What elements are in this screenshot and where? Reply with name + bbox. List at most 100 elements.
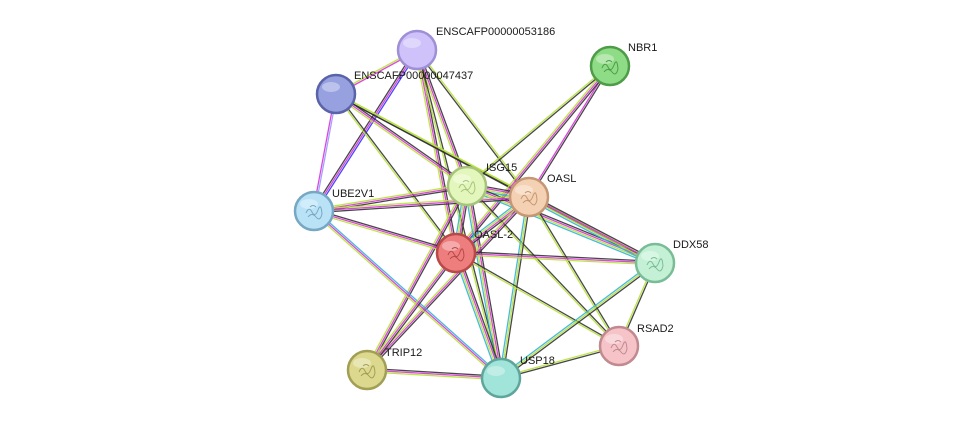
node-TRIP12[interactable]: TRIP12 bbox=[346, 347, 422, 391]
edge-ENSCAFP00000053186-OASL[interactable] bbox=[415, 49, 531, 198]
edge-OASL-2-TRIP12[interactable] bbox=[365, 251, 458, 372]
edge-line bbox=[529, 66, 612, 198]
edge-ISG15-USP18[interactable] bbox=[463, 185, 505, 379]
edge-DDX58-USP18[interactable] bbox=[499, 261, 657, 380]
edge-line bbox=[417, 49, 531, 197]
edge-line bbox=[336, 92, 469, 186]
edge-NBR1-OASL[interactable] bbox=[527, 65, 612, 198]
node-DDX58[interactable]: DDX58 bbox=[634, 239, 708, 284]
node-circle[interactable] bbox=[480, 357, 522, 399]
edge-UBE2V1-USP18[interactable] bbox=[312, 209, 503, 380]
node-OASL-2[interactable]: OASL-2 bbox=[435, 229, 513, 274]
edge-line bbox=[529, 194, 657, 262]
node-highlight bbox=[322, 82, 340, 92]
edge-line bbox=[336, 93, 458, 253]
edge-line bbox=[313, 210, 502, 379]
node-circle[interactable] bbox=[435, 232, 477, 274]
edge-UBE2V1-OASL-2[interactable] bbox=[313, 208, 457, 256]
edge-line bbox=[366, 252, 457, 371]
edge-line bbox=[499, 261, 655, 378]
node-circle[interactable] bbox=[589, 45, 631, 87]
edge-line bbox=[313, 210, 457, 254]
edge-line bbox=[365, 251, 456, 370]
edge-line bbox=[467, 185, 503, 378]
edge-ENSCAFP00000047437-OASL-2[interactable] bbox=[334, 93, 458, 254]
node-OASL[interactable]: OASL bbox=[508, 173, 576, 218]
edge-layer bbox=[312, 48, 657, 381]
edge-line bbox=[314, 208, 457, 252]
edge-line bbox=[314, 50, 419, 213]
protein-structure-icon bbox=[610, 340, 628, 355]
edge-OASL-2-USP18[interactable] bbox=[452, 251, 505, 380]
edge-OASL-DDX58[interactable] bbox=[527, 194, 657, 266]
edge-TRIP12-USP18[interactable] bbox=[366, 367, 502, 381]
edge-line bbox=[417, 49, 470, 186]
node-circle[interactable] bbox=[598, 325, 640, 367]
edge-line bbox=[312, 211, 501, 380]
node-ISG15[interactable]: ISG15 bbox=[446, 162, 517, 207]
edge-line bbox=[334, 94, 467, 188]
node-highlight bbox=[596, 54, 614, 64]
edge-line bbox=[456, 66, 612, 255]
node-highlight bbox=[403, 38, 421, 48]
protein-structure-icon bbox=[305, 205, 323, 220]
edge-ISG15-TRIP12[interactable] bbox=[364, 184, 470, 372]
node-NBR1[interactable]: NBR1 bbox=[589, 42, 657, 87]
node-label: ENSCAFP00000053186 bbox=[436, 26, 555, 38]
edge-OASL-2-RSAD2[interactable] bbox=[455, 251, 620, 348]
edge-line bbox=[529, 195, 656, 263]
node-ENSCAFP00000053186[interactable]: ENSCAFP00000053186 bbox=[396, 26, 555, 71]
node-label: ENSCAFP00000047437 bbox=[354, 70, 473, 82]
node-label: NBR1 bbox=[628, 42, 657, 54]
node-UBE2V1[interactable]: UBE2V1 bbox=[293, 188, 374, 232]
node-circle[interactable] bbox=[446, 165, 488, 207]
protein-structure-icon bbox=[646, 257, 664, 272]
edge-line bbox=[455, 253, 619, 348]
edge-ENSCAFP00000053186-USP18[interactable] bbox=[415, 49, 503, 379]
edge-OASL-UBE2V1[interactable] bbox=[313, 194, 530, 214]
edge-line bbox=[465, 186, 501, 379]
edge-OASL-2-DDX58[interactable] bbox=[455, 250, 656, 266]
edge-line bbox=[314, 198, 530, 214]
node-label: UBE2V1 bbox=[332, 188, 374, 200]
edge-ISG15-RSAD2[interactable] bbox=[465, 184, 621, 348]
edge-line bbox=[455, 254, 655, 266]
node-highlight bbox=[353, 358, 371, 368]
node-circle[interactable] bbox=[634, 242, 676, 284]
node-circle[interactable] bbox=[315, 73, 357, 115]
edge-line bbox=[528, 197, 655, 265]
edge-NBR1-OASL-2[interactable] bbox=[454, 64, 612, 255]
edge-line bbox=[313, 194, 529, 210]
edge-line bbox=[456, 251, 620, 346]
edge-line bbox=[457, 251, 505, 378]
edge-line bbox=[501, 263, 657, 380]
protein-structure-icon bbox=[520, 191, 538, 206]
edge-NBR1-ISG15[interactable] bbox=[466, 64, 611, 188]
edge-line bbox=[313, 183, 467, 210]
edge-RSAD2-USP18[interactable] bbox=[500, 344, 620, 380]
node-highlight bbox=[453, 174, 471, 184]
node-RSAD2[interactable]: RSAD2 bbox=[598, 323, 674, 367]
edge-ISG15-UBE2V1[interactable] bbox=[313, 183, 468, 214]
edge-ENSCAFP00000047437-ISG15[interactable] bbox=[334, 92, 469, 188]
node-circle[interactable] bbox=[396, 29, 438, 71]
protein-structure-icon bbox=[447, 247, 465, 262]
node-circle[interactable] bbox=[293, 190, 335, 232]
node-circle[interactable] bbox=[346, 349, 388, 391]
node-circle[interactable] bbox=[508, 176, 550, 218]
edge-line bbox=[527, 198, 655, 266]
edge-line bbox=[414, 50, 455, 254]
node-label: RSAD2 bbox=[637, 323, 674, 335]
edge-line bbox=[466, 64, 610, 186]
node-highlight bbox=[487, 366, 505, 376]
edge-OASL-RSAD2[interactable] bbox=[527, 196, 621, 347]
edge-line bbox=[367, 186, 470, 372]
node-label: OASL bbox=[547, 173, 576, 185]
edge-line bbox=[467, 184, 621, 346]
node-USP18[interactable]: USP18 bbox=[480, 355, 555, 399]
edge-line bbox=[527, 197, 619, 347]
node-highlight bbox=[605, 334, 623, 344]
node-ENSCAFP00000047437[interactable]: ENSCAFP00000047437 bbox=[315, 70, 473, 115]
